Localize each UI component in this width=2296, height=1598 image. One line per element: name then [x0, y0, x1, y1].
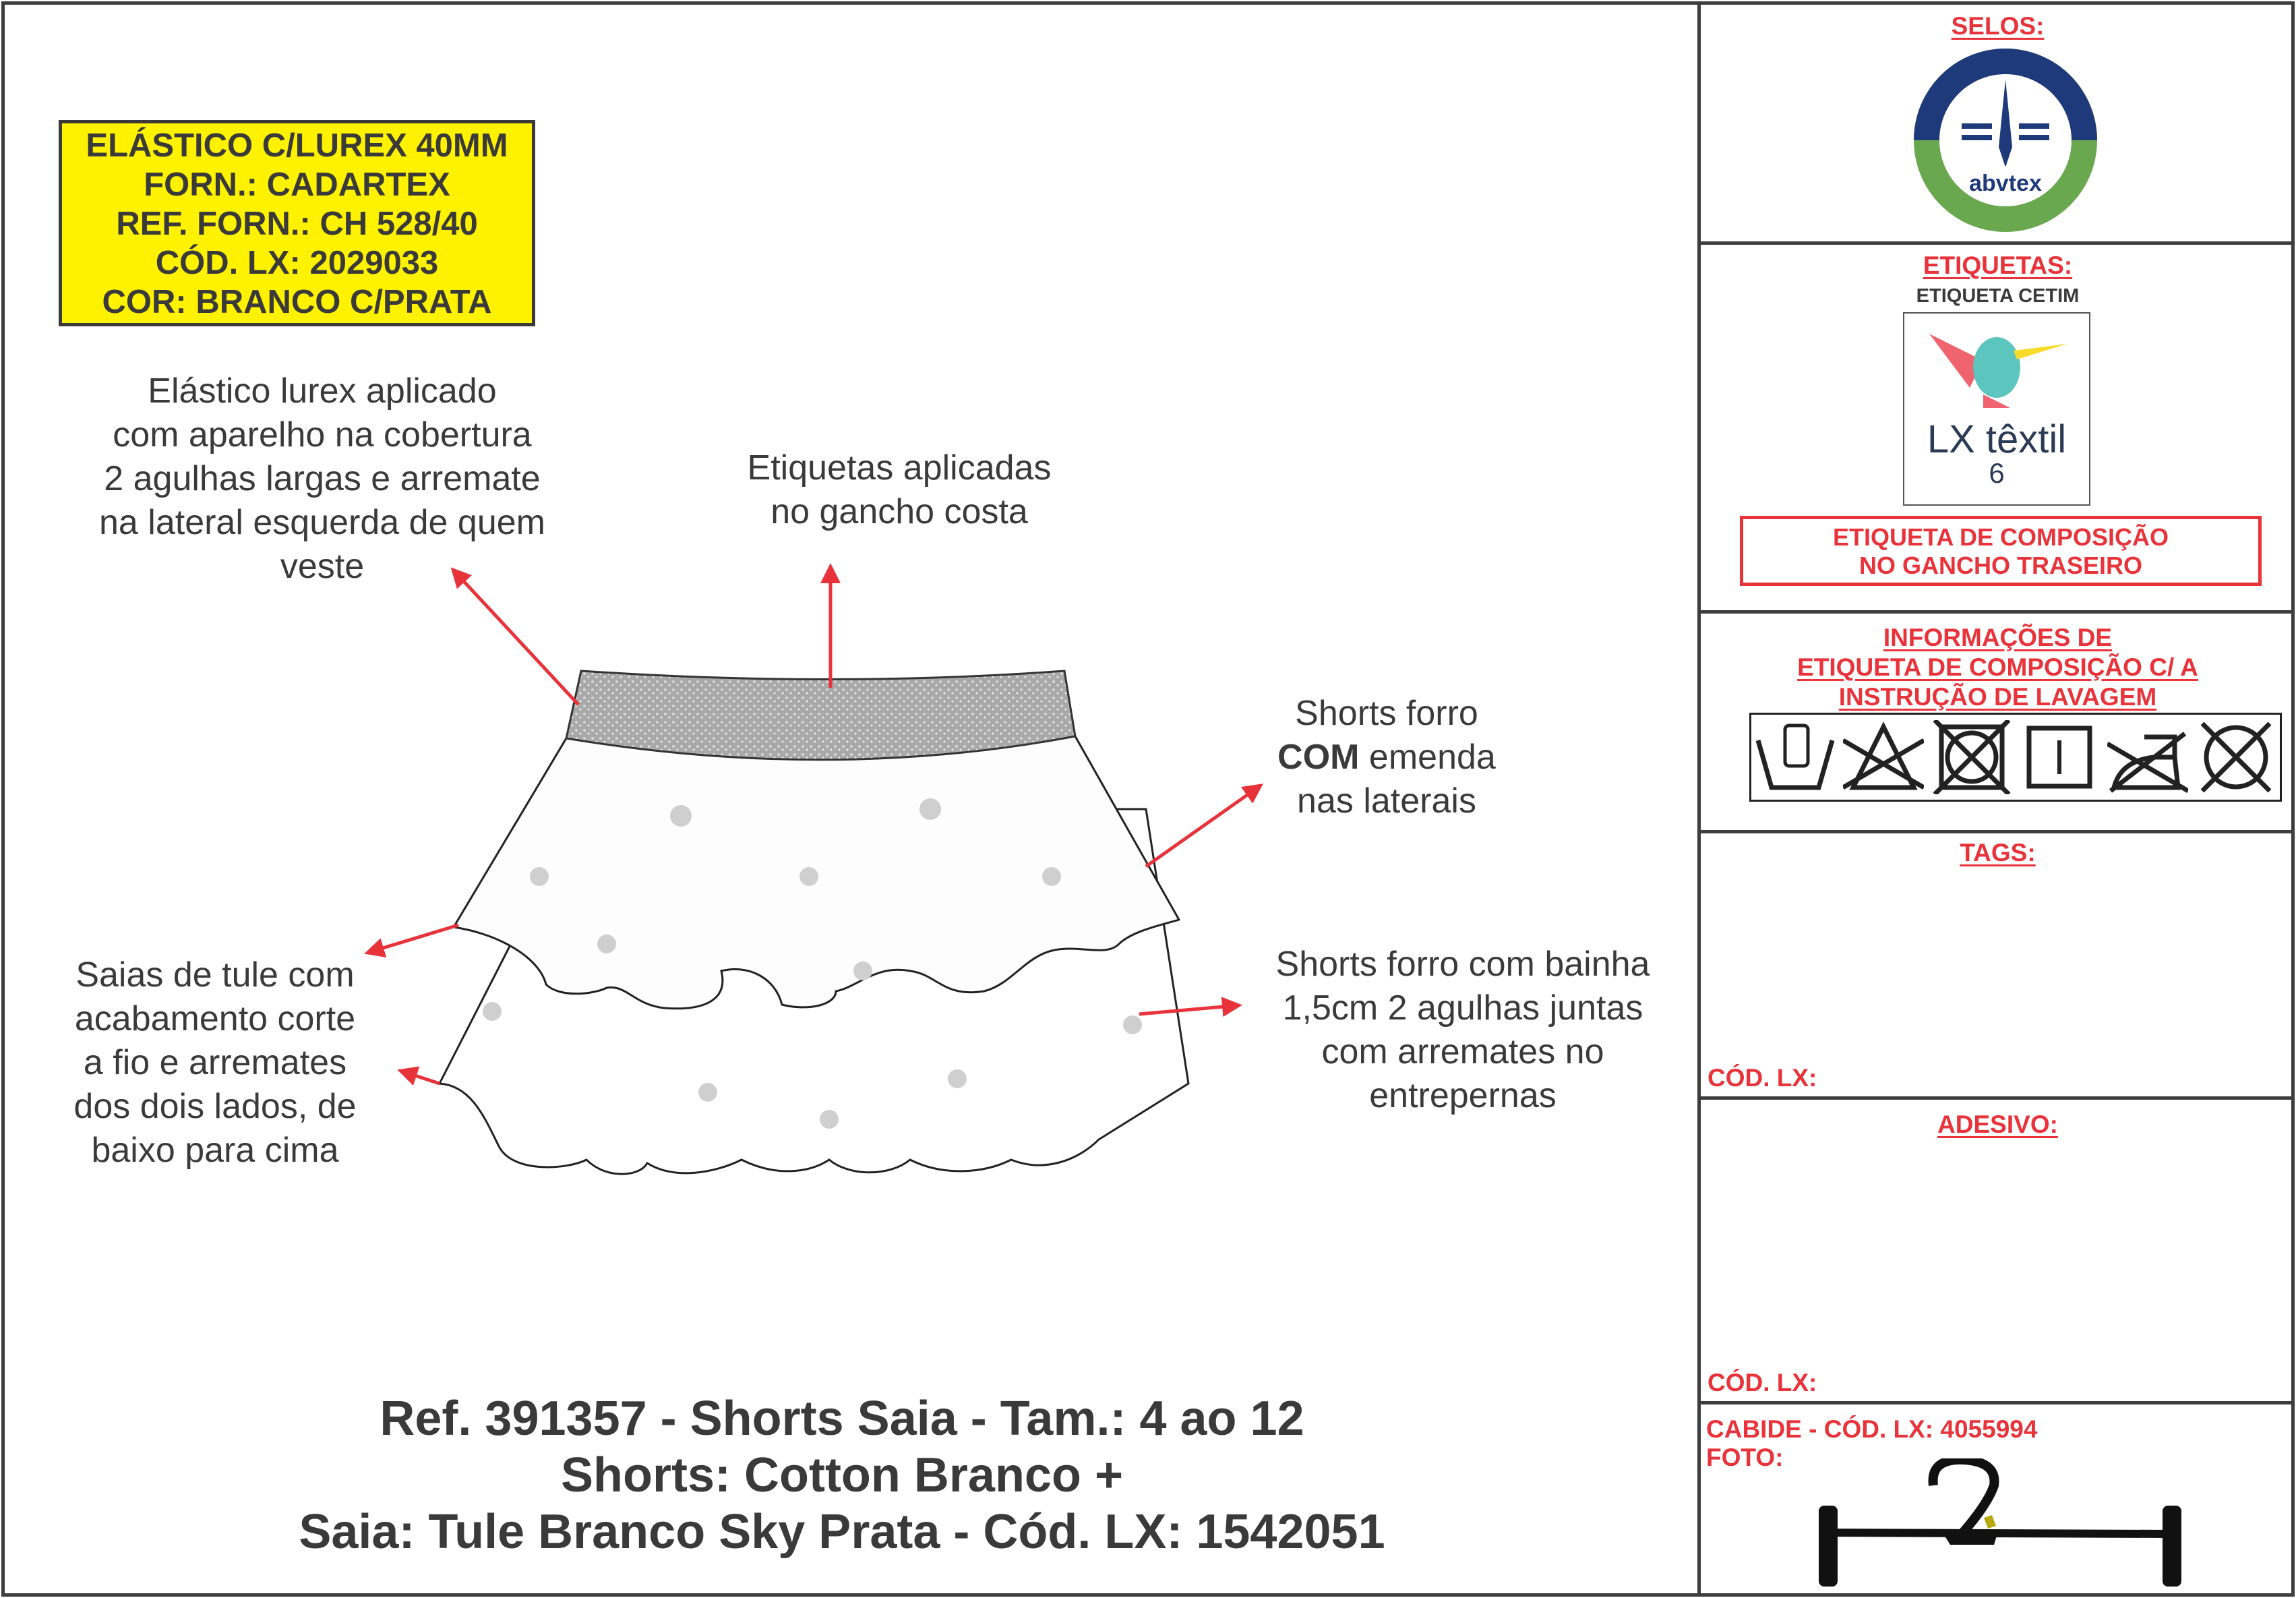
- section-adesivo: ADESIVO: CÓD. LX:: [1701, 1100, 2295, 1404]
- spec-sidebar: SELOS: abvtex ETIQUETAS: ETIQUETA CETIM …: [1697, 1, 2295, 1597]
- tags-heading: TAGS:: [1960, 839, 2036, 866]
- line-dry-icon: [2026, 726, 2092, 789]
- hummingbird-icon: [1929, 334, 2067, 408]
- spec-line: REF. FORN.: CH 528/40: [116, 206, 478, 242]
- no-dry-clean-icon: [2200, 721, 2272, 793]
- star-print: [483, 798, 1142, 1129]
- abvtex-seal-icon: abvtex: [1914, 49, 2097, 232]
- callout-arrows: [364, 563, 1264, 1086]
- care-symbols-row: [1749, 713, 2282, 802]
- spec-line: ELÁSTICO C/LUREX 40MM: [86, 127, 508, 164]
- svg-text:abvtex: abvtex: [1969, 171, 2042, 196]
- foto-label: FOTO:: [1706, 1444, 1784, 1471]
- section-cabide: CABIDE - CÓD. LX: 4055994 FOTO:: [1701, 1404, 2295, 1597]
- hanger-icon: [1819, 1458, 2181, 1587]
- hand-wash-icon: [1755, 723, 1835, 790]
- selos-heading: SELOS:: [1951, 12, 2045, 40]
- no-tumble-dry-icon: [1933, 720, 2011, 794]
- elastic-spec-box: ELÁSTICO C/LUREX 40MM FORN.: CADARTEX RE…: [59, 120, 535, 326]
- section-etiquetas: ETIQUETAS: ETIQUETA CETIM LX têxtil 6 ET…: [1701, 245, 2295, 614]
- tags-code-label: CÓD. LX:: [1708, 1064, 1817, 1092]
- etiquetas-heading: ETIQUETAS:: [1923, 251, 2073, 279]
- spec-line: COR: BRANCO C/PRATA: [102, 284, 492, 320]
- spec-line: CÓD. LX: 2029033: [155, 245, 439, 281]
- no-bleach-icon: [1842, 721, 1924, 790]
- waistband: [565, 670, 1077, 761]
- no-iron-icon: [2107, 732, 2188, 794]
- spec-line: FORN.: CADARTEX: [144, 167, 450, 203]
- etiqueta-cetim-label: ETIQUETA CETIM: [1916, 285, 2080, 307]
- adesivo-code-label: CÓD. LX:: [1708, 1369, 1817, 1396]
- adesivo-heading: ADESIVO:: [1937, 1111, 2058, 1138]
- note-shorts-seam: Shorts forro COM emenda nas laterais: [1277, 694, 1496, 821]
- product-title: Ref. 391357 - Shorts Saia - Tam.: 4 ao 1…: [299, 1392, 1385, 1559]
- hanger-code-label: CABIDE - CÓD. LX: 4055994: [1706, 1415, 2038, 1443]
- section-tags: TAGS: CÓD. LX:: [1701, 833, 2295, 1100]
- skirt-drawing: [364, 563, 1264, 1175]
- lx-textil-label-logo: LX têxtil 6: [1903, 312, 2090, 506]
- section-selos: SELOS: abvtex: [1701, 1, 2295, 245]
